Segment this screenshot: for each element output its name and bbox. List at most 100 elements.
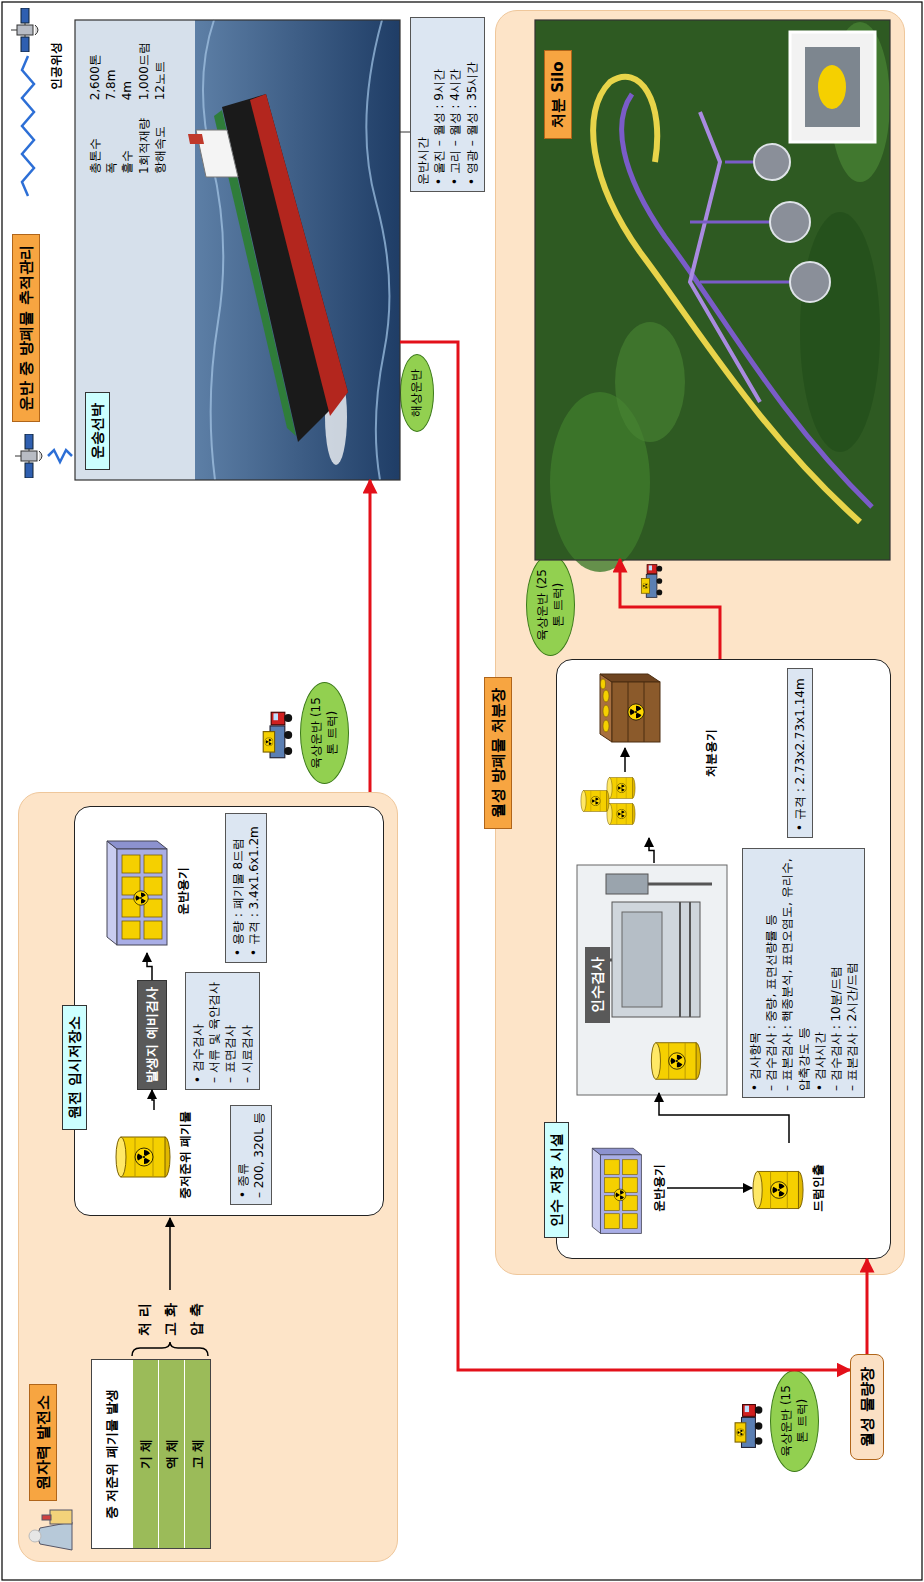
note-text: 항해속도 [152, 110, 168, 174]
note-text: – 검수검사 : 중량, 표면선량률 등 [763, 855, 779, 1091]
note-text: • 고리 – 월성 : 4시간 [447, 24, 463, 185]
note-text: – 표본검사 : 핵종분석, 표면오염도, 유리수, 압축강도 등 [779, 855, 811, 1091]
transport-arrow [620, 559, 720, 659]
flow-arrow [659, 1093, 789, 1143]
note-box: • 용량 : 폐기물 8드럼• 규격 : 3.4x1.6x1.2m [225, 813, 267, 963]
process-arrow [169, 1218, 171, 1290]
note-box: • 종류– 200, 320L 등 [230, 1105, 272, 1205]
note-text: 1,000드럼 [136, 34, 152, 100]
port-tag: 월성 물량장 [850, 1354, 884, 1460]
note-text: • 규격 : 3.4x1.6x1.2m [246, 820, 262, 956]
port-tag-text: 월성 물량장 [850, 1354, 884, 1460]
truck-symbol [263, 712, 292, 757]
satellite-symbol [11, 8, 38, 52]
transport-arrow [866, 1259, 869, 1354]
table-cell: 액 체 [159, 1360, 184, 1548]
machine-photo-illustration [577, 865, 727, 1095]
drum-symbol [753, 1171, 803, 1208]
table-cell: 고 체 [185, 1360, 210, 1548]
plant-icon [29, 1510, 72, 1550]
table-row: 기 체 [132, 1360, 158, 1548]
satellite-symbol [15, 434, 42, 478]
note-text: 폭 [103, 110, 119, 174]
drum-symbol [116, 1137, 170, 1177]
photo-tag-text: 인수검사 [585, 947, 610, 1023]
note-text: • 규격 : 2.73x2.73x1.14m [792, 675, 808, 831]
note-text: • 용량 : 폐기물 8드럼 [230, 820, 246, 956]
note-text: – 시료검사 [239, 979, 255, 1083]
signal-wave [48, 450, 72, 462]
label-holder: 고 화 [161, 1303, 179, 1336]
flow-arrow [667, 1187, 752, 1189]
signal-wave [22, 56, 34, 196]
note-text: 7.8m [103, 34, 119, 100]
container-symbol [592, 1148, 641, 1233]
flow-arrow [147, 953, 152, 980]
transport-ellipse: 육상운반 (15톤 트럭) [300, 682, 349, 784]
note-text: 12노트 [152, 34, 168, 100]
table-box: 중 저준위 폐기물 발생기 체액 체고 체 [91, 1359, 211, 1549]
transport-text: 육상운반 (25톤 트럭) [535, 569, 566, 641]
section-tag-text: 운반 중 방폐물 추적관리 [12, 234, 40, 422]
photo-tag-text: 운송선박 [85, 392, 110, 470]
transport-text: 육상운반 (15톤 트럭) [309, 697, 340, 769]
transport-arrow [400, 342, 850, 1370]
note-text: 총톤수 [87, 110, 103, 174]
part-label: 압 축 [187, 1303, 205, 1336]
container-symbol [107, 841, 167, 945]
note-text: – 검수검사 : 10분/드럼 [828, 855, 844, 1091]
truck-symbol [735, 1405, 762, 1448]
note-text: • 검수검사 [190, 979, 206, 1083]
ship-photo-illustration [75, 20, 400, 480]
transport-arrow [369, 480, 372, 792]
step-box: 발생지 예비검사 [137, 980, 167, 1090]
note-box: • 검사항목– 검수검사 : 중량, 표면선량률 등– 표본검사 : 핵종분석,… [742, 848, 865, 1098]
transport-text: 해상운반 [409, 369, 425, 417]
note-text: 운반시간 [415, 24, 431, 185]
note-box: • 검수검사– 서류 및 육안검사– 표면검사– 시료검사 [185, 972, 260, 1090]
leader-line [400, 132, 410, 133]
transport-text: 육상운반 (15톤 트럭) [779, 1385, 810, 1457]
time-box: 운반시간• 울진 – 월성 : 9시간• 고리 – 월성 : 4시간• 영광 –… [410, 17, 485, 192]
step-text: 발생지 예비검사 [143, 985, 161, 1085]
table-cell: 기 체 [133, 1360, 158, 1548]
part-label: 인공위성 [48, 42, 64, 90]
icon-label: 운반용기 [651, 1138, 667, 1238]
icon-label: 처분용기 [703, 668, 719, 838]
section-tag-text: 월성 방폐물 처분장 [484, 677, 512, 829]
section-tag: 운반 중 방폐물 추적관리 [12, 234, 40, 422]
table-row: 고 체 [184, 1360, 210, 1548]
truck-symbol [641, 565, 662, 598]
note-text: 흘수 [119, 110, 135, 174]
flow-arrow [152, 1090, 154, 1110]
transport-ellipse: 해상운반 [400, 354, 434, 432]
note-box: • 규격 : 2.73x2.73x1.14m [787, 668, 813, 838]
section-tag-text: 처분 Silo [544, 50, 572, 139]
silo-photo-illustration [535, 20, 890, 572]
note-text: • 영광 – 월성 : 35시간 [464, 24, 480, 185]
note-text: 4m [119, 34, 135, 100]
note-text: • 검사항목 [747, 855, 763, 1091]
note-text: • 검사시간 [812, 855, 828, 1091]
disposal-container-symbol [581, 674, 660, 824]
section-tag-text: 원자력 발전소 [29, 1384, 57, 1501]
label-holder: 처 리 [135, 1303, 153, 1336]
transport-ellipse: 육상운반 (15톤 트럭) [770, 1370, 819, 1472]
note-text: 1회적재량 [136, 110, 152, 174]
transport-ellipse: 육상운반 (25톤 트럭) [526, 554, 575, 656]
icon-label: 중저준위 폐기물 [177, 1110, 193, 1200]
table-heading: 중 저준위 폐기물 발생 [92, 1360, 132, 1548]
label-holder: 압 축 [187, 1303, 205, 1336]
note-text: • 종류 [235, 1112, 251, 1198]
part-label: 고 화 [161, 1303, 179, 1336]
note-text: • 울진 – 월성 : 9시간 [431, 24, 447, 185]
note-text: – 서류 및 육안검사 [206, 979, 222, 1083]
flow-arrow [649, 838, 654, 863]
table-row: 액 체 [158, 1360, 184, 1548]
facility-tag-text: 인수 저장 시설 [544, 1122, 569, 1238]
note-text: 2,600톤 [87, 34, 103, 100]
